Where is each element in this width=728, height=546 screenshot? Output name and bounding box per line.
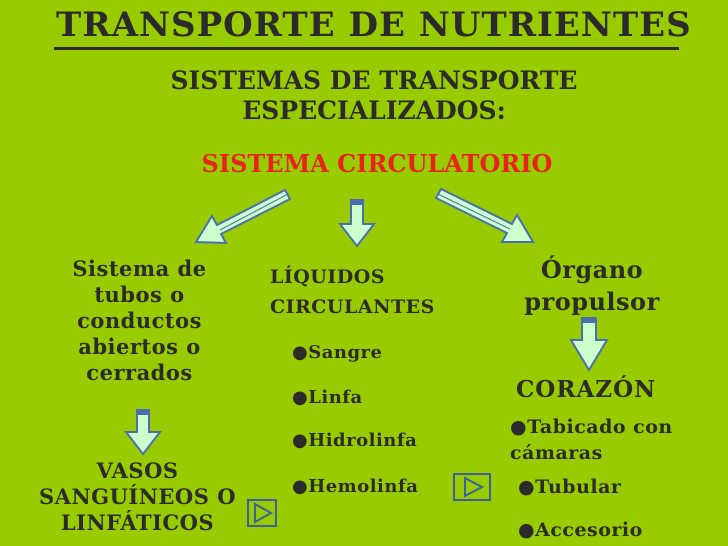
heart-feature: ●Accesorio (518, 519, 643, 541)
label-line: tubos o (94, 282, 185, 307)
page-title: TRANSPORTE DE NUTRIENTES (56, 5, 692, 45)
heart-heading: CORAZÓN (516, 376, 657, 403)
fluid-item: ●Hidrolinfa (292, 430, 418, 451)
feature-text: ●Tabicado con cámaras (510, 416, 673, 464)
play-icon (464, 476, 485, 498)
arrow-down-right-icon (434, 187, 535, 243)
label-line: cerrados (86, 360, 193, 385)
label-line: abiertos o (78, 334, 201, 359)
system-heading: SISTEMA CIRCULATORIO (201, 149, 553, 178)
label-line: Sistema de (72, 256, 207, 281)
label-line: SANGUÍNEOS O (39, 484, 236, 509)
arrow-down-left-icon (194, 188, 292, 245)
label-line: CIRCULANTES (270, 296, 435, 318)
tube-system-label: Sistema de tubos o conductos abiertos o … (62, 256, 217, 386)
circulating-fluids-heading: LÍQUIDOS CIRCULANTES (270, 262, 435, 322)
label-line: VASOS (96, 458, 179, 483)
heart-feature: ●Tabicado con cámaras (510, 414, 710, 466)
title-underline (54, 47, 679, 50)
label-line: conductos (77, 308, 202, 333)
play-button[interactable] (452, 472, 492, 502)
play-button[interactable] (246, 498, 278, 528)
fluid-item: ●Sangre (292, 342, 383, 363)
vessels-label: VASOS SANGUÍNEOS O LINFÁTICOS (30, 458, 245, 536)
heart-feature: ●Tubular (518, 476, 622, 498)
arrow-down-icon (337, 199, 377, 248)
subtitle-line: SISTEMAS DE TRANSPORTE (170, 66, 578, 95)
label-line: Órgano (540, 255, 644, 284)
arrow-down-icon (123, 409, 163, 456)
label-line: LINFÁTICOS (60, 510, 215, 535)
propulsor-organ-label: Órgano propulsor (508, 254, 676, 318)
subtitle-line: ESPECIALIZADOS: (242, 96, 506, 125)
play-icon (254, 502, 274, 524)
subtitle: SISTEMAS DE TRANSPORTE ESPECIALIZADOS: (0, 66, 728, 126)
fluid-item: ●Hemolinfa (292, 476, 419, 497)
label-line: propulsor (524, 287, 660, 316)
arrow-down-icon (569, 317, 609, 372)
label-line: LÍQUIDOS (270, 266, 386, 288)
fluid-item: ●Linfa (292, 387, 363, 408)
